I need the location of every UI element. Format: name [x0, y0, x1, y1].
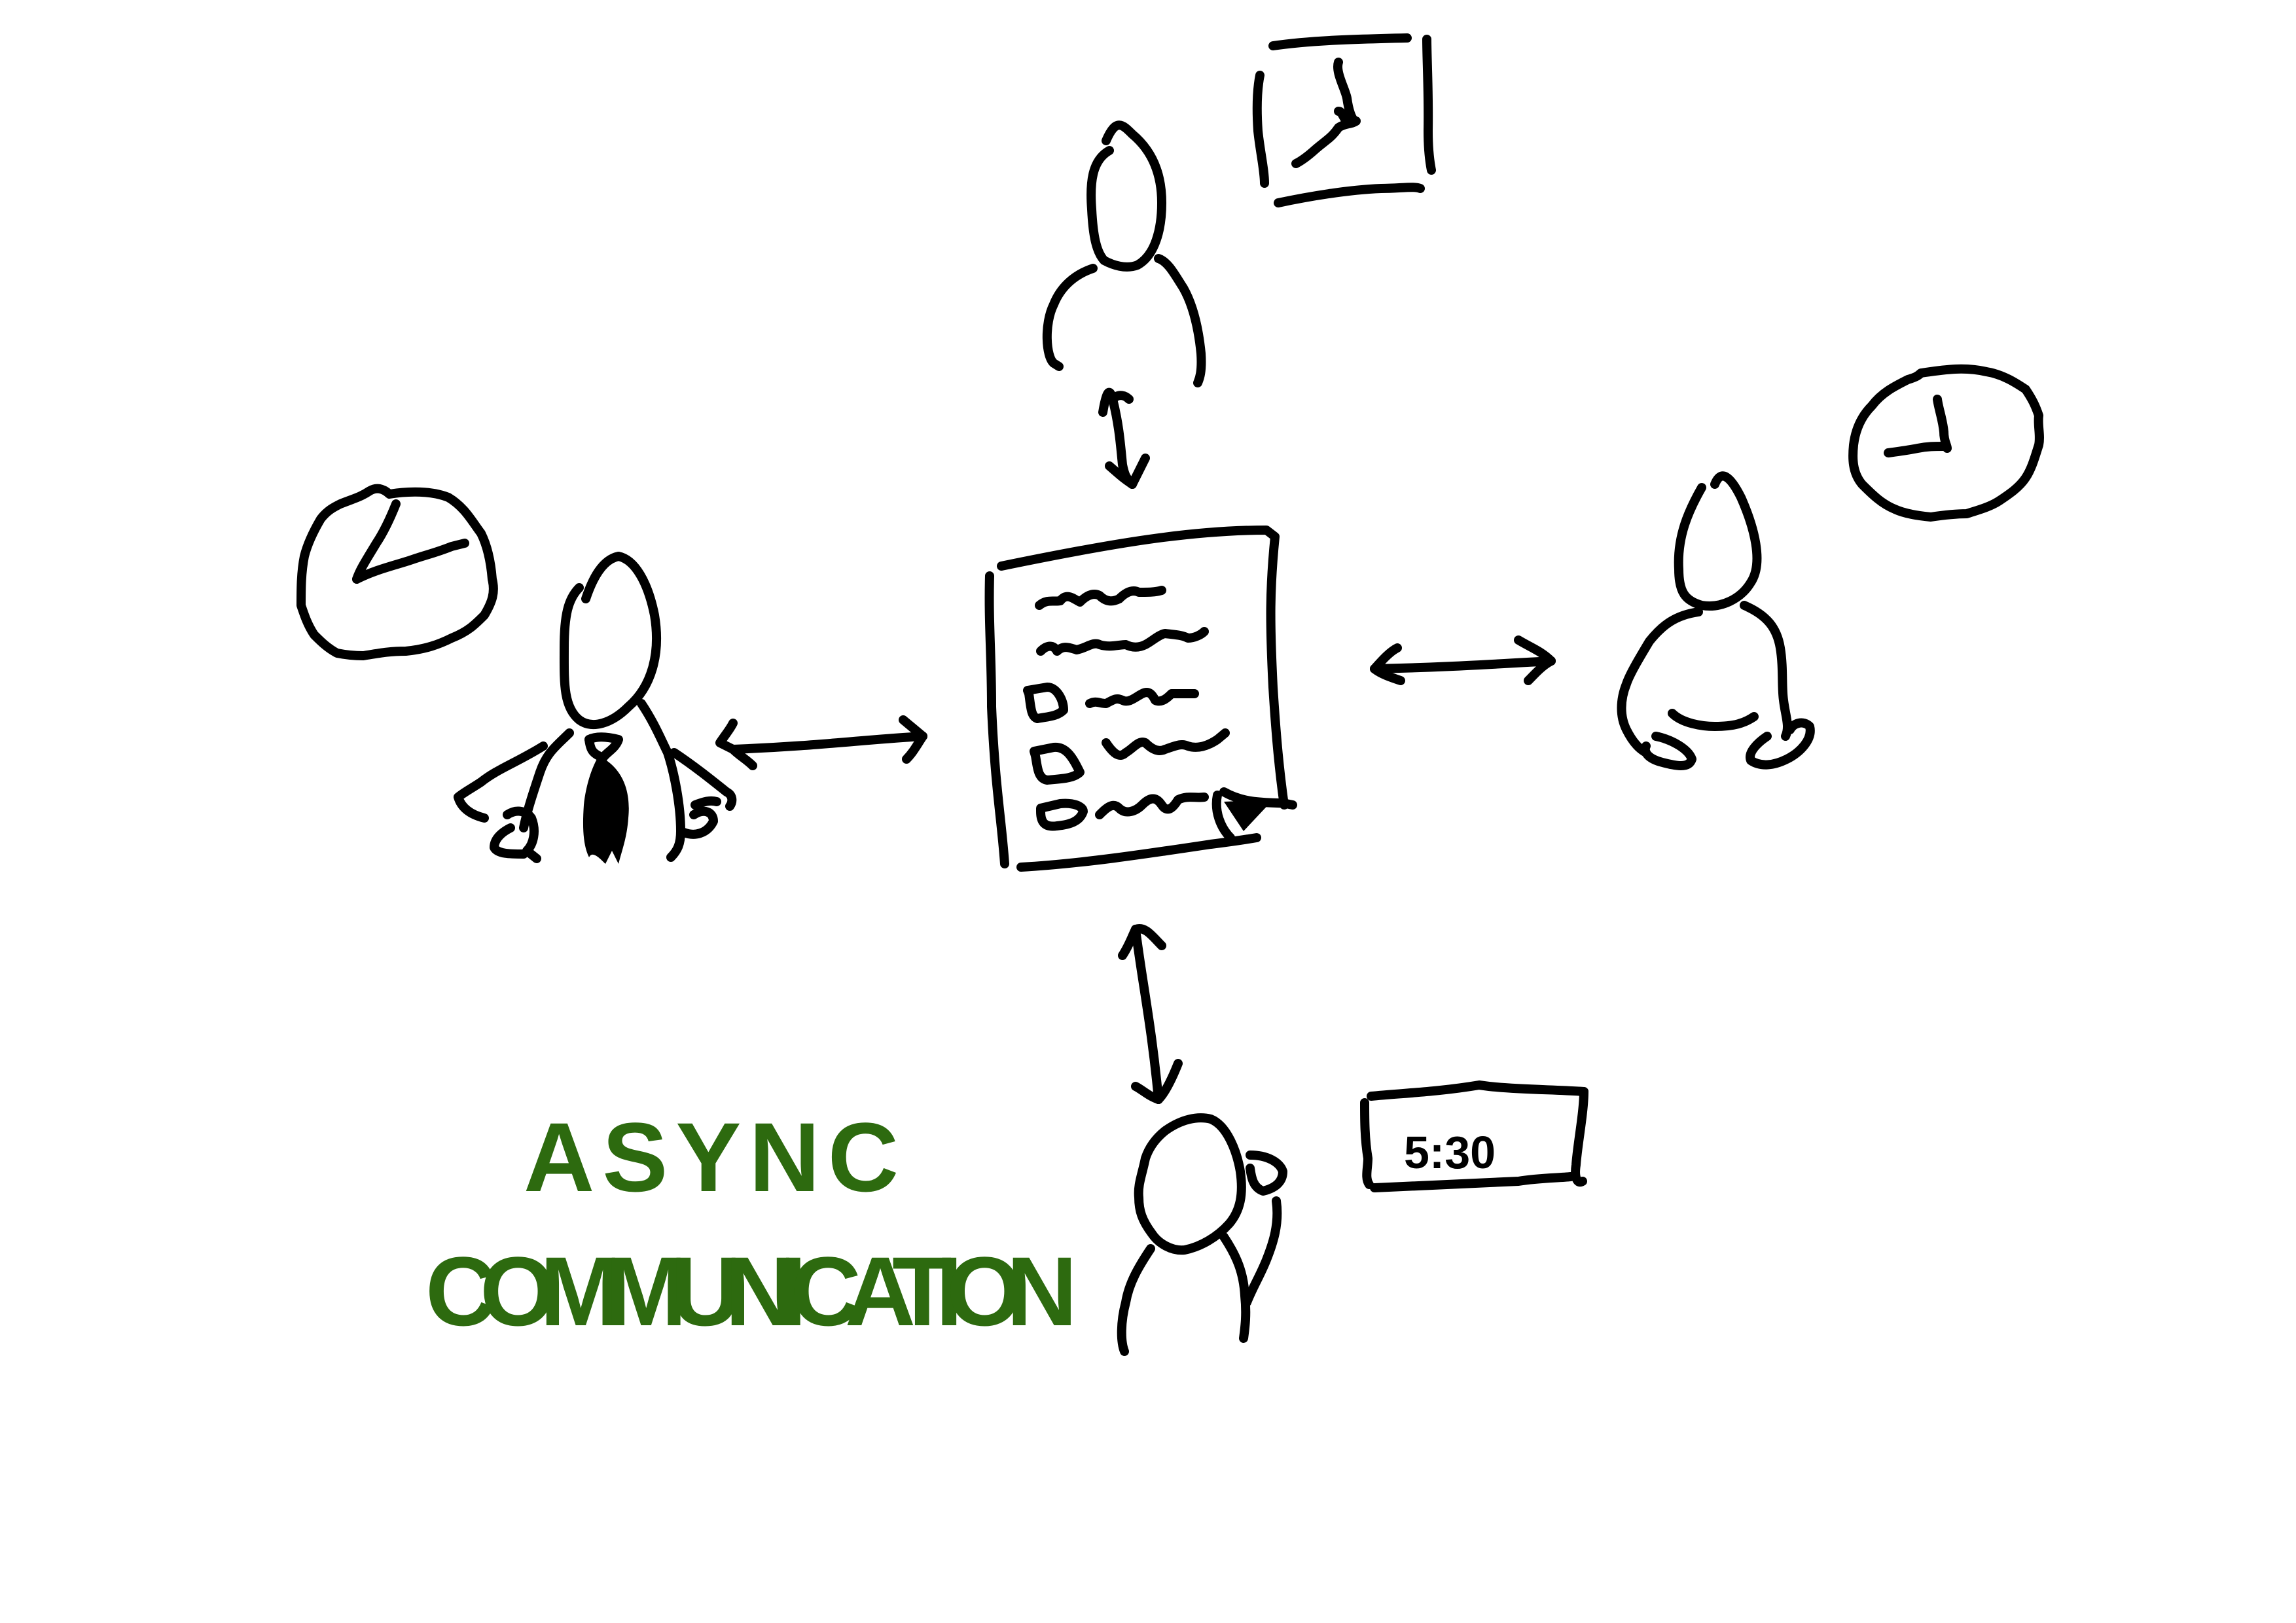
digital-clock-icon: 5:30: [1360, 1080, 1588, 1192]
double-arrow-icon: [1370, 635, 1556, 685]
sunrise-window-icon: [1252, 33, 1436, 207]
title-line-1: ASYNC: [524, 1102, 906, 1212]
person-icon: [1617, 471, 1815, 770]
person-icon: [1042, 120, 1206, 387]
person-icon: [1117, 1113, 1287, 1356]
diagram-title: ASYNC COMMUNICATION: [425, 1102, 1080, 1346]
clock-icon: [1848, 364, 2044, 522]
double-arrow-icon: [715, 715, 927, 770]
document-icon: [984, 526, 1297, 872]
manager-figure-icon: [454, 552, 737, 864]
double-arrow-icon: [1098, 387, 1150, 489]
title-line-2: COMMUNICATION: [425, 1236, 1080, 1346]
clock-icon: [296, 484, 498, 660]
digital-clock-time: 5:30: [1404, 1127, 1496, 1178]
double-arrow-icon: [1118, 924, 1183, 1104]
